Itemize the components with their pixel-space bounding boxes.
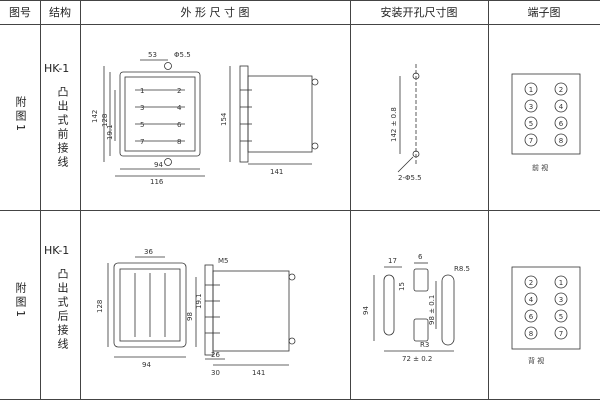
- row2-terminal-h: 7: [559, 330, 563, 338]
- row1-terminal-2: 2: [559, 86, 563, 94]
- row1-pin-8: 8: [177, 138, 181, 146]
- row2-mount-94: 94: [362, 306, 370, 315]
- row1-outline-drawing: 1 2 3 4 5 6 7 8 53 Φ5.5 94 116 142 128 1…: [91, 51, 319, 186]
- row2-dim-128: 128: [96, 300, 104, 313]
- row1-dim-154: 154: [220, 112, 228, 126]
- row1-mount-hole: 2-Φ5.5: [398, 174, 422, 182]
- row2-dim-m5: M5: [218, 257, 229, 265]
- row2-terminal-c: 4: [529, 296, 534, 304]
- row1-pin-7: 7: [140, 138, 144, 146]
- row1-pin-1: 1: [140, 87, 144, 95]
- row2-dim-36: 36: [144, 248, 153, 256]
- row2-dim-26: 26: [211, 351, 220, 359]
- row2-mount-17: 17: [388, 257, 397, 265]
- row1-mount-dim: 142 ± 0.8: [390, 107, 398, 142]
- row1-dim-116: 116: [150, 178, 164, 186]
- row1-dim-53: 53: [148, 51, 157, 59]
- row1-fig-label: 附图1: [14, 96, 27, 134]
- row2-mount-72: 72 ± 0.2: [402, 355, 432, 363]
- row1-pin-4: 4: [177, 104, 182, 112]
- row1-terminal-diagram: 1 2 3 4 5 6 7 8 前 视: [511, 73, 581, 172]
- row1-terminal-7: 7: [529, 137, 533, 145]
- row1-terminal-6: 6: [559, 120, 564, 128]
- row2-terminal-f: 5: [559, 313, 563, 321]
- row2-structure-text: 凸出式后接线: [56, 268, 69, 352]
- row1-terminal-4: 4: [559, 103, 564, 111]
- header-fig-no: 图号: [9, 6, 31, 19]
- row1-pin-3: 3: [140, 104, 144, 112]
- row2-view-label: 背 视: [528, 356, 544, 365]
- row2-dim-98: 98: [186, 312, 194, 321]
- row2-terminal-g: 8: [529, 330, 533, 338]
- header-mount: 安装开孔尺寸图: [380, 6, 458, 19]
- row2-dim-30: 30: [211, 369, 220, 377]
- row1-terminal-3: 3: [529, 103, 533, 111]
- row2-mount-98: 98 ± 0.1: [428, 295, 436, 325]
- row2-mount-r85: R8.5: [454, 265, 470, 273]
- row1-dim-94: 94: [154, 161, 163, 169]
- row2-model: HK-1: [44, 244, 70, 257]
- row1-model: HK-1: [44, 62, 70, 75]
- row1-dim-128: 128: [101, 114, 109, 127]
- header-outline: 外 形 尺 寸 图: [180, 6, 250, 19]
- row1-terminal-1: 1: [529, 86, 533, 94]
- row2-dim-94: 94: [142, 361, 151, 369]
- row1-terminal-8: 8: [559, 137, 563, 145]
- row2-fig-label: 附图1: [14, 282, 27, 320]
- row1-dim-hole: Φ5.5: [174, 51, 191, 59]
- row1-pin-6: 6: [177, 121, 182, 129]
- header-structure: 结构: [49, 6, 71, 19]
- row2-mount-6: 6: [418, 253, 423, 261]
- row2-terminal-diagram: 2 1 4 3 6 5 8 7 背 视: [511, 266, 581, 365]
- row2-dim-141: 141: [252, 369, 265, 377]
- row2-terminal-d: 3: [559, 296, 563, 304]
- row1-pin-2: 2: [177, 87, 181, 95]
- row2-terminal-b: 1: [559, 279, 563, 287]
- row1-pin-5: 5: [140, 121, 144, 129]
- row1-view-label: 前 视: [532, 163, 548, 172]
- row2-outline-drawing: 36 94 128 M5 98 19.1 26 30 141: [96, 248, 296, 377]
- row1-structure-text: 凸出式前接线: [56, 86, 69, 170]
- row2-mount-drawing: 17 6 R8.5 15 98 ± 0.1 R3 94 72 ± 0.2: [362, 253, 470, 363]
- row1-dim-141: 141: [270, 168, 283, 176]
- header-terminal: 端子图: [527, 6, 561, 19]
- row2-terminal-a: 2: [529, 279, 533, 287]
- row2-mount-r3: R3: [420, 341, 429, 349]
- row2-terminal-e: 6: [529, 313, 534, 321]
- row2-dim-19-1: 19.1: [195, 293, 203, 309]
- row2-mount-15: 15: [398, 282, 406, 291]
- row1-dim-19-1: 19.1: [106, 124, 114, 140]
- row1-dim-142: 142: [91, 110, 99, 123]
- row1-terminal-5: 5: [529, 120, 533, 128]
- row1-mount-drawing: 142 ± 0.8 2-Φ5.5: [390, 64, 422, 182]
